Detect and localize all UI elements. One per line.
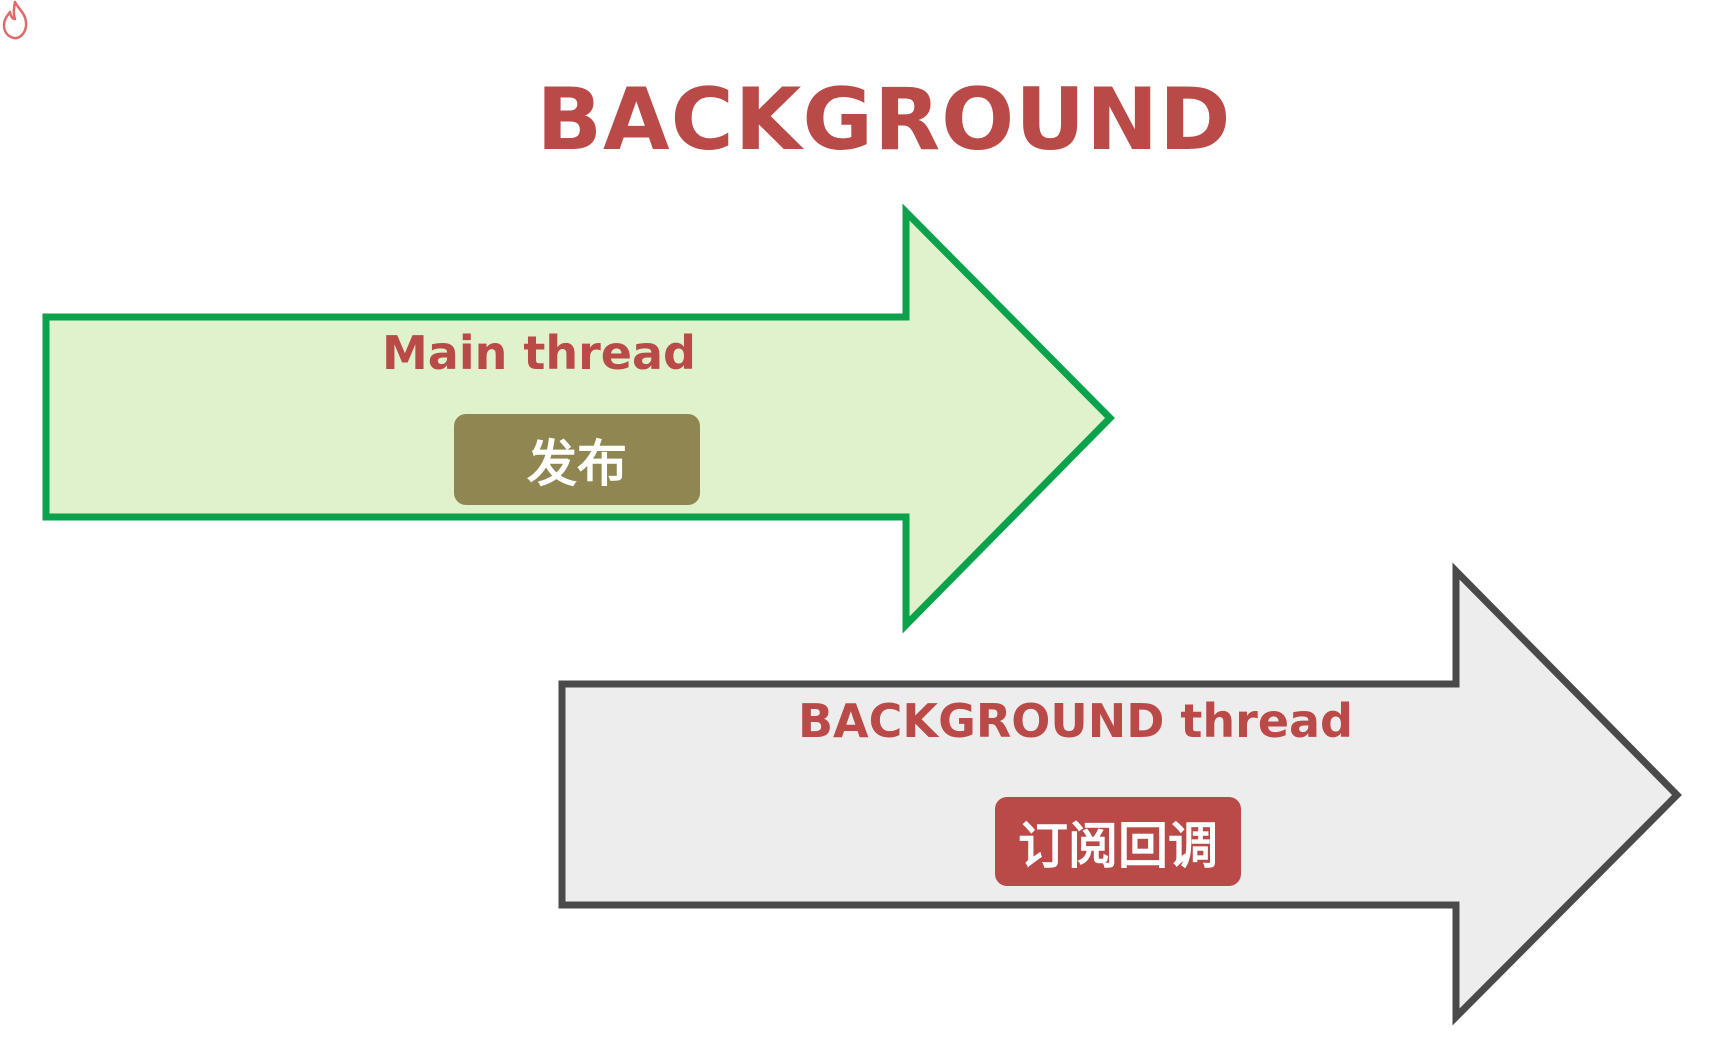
main-thread-label: Main thread: [382, 326, 696, 380]
background-thread-arrow: [558, 562, 1682, 1026]
background-thread-label: BACKGROUND thread: [798, 694, 1353, 748]
subscribe-callback-box: 订阅回调: [995, 797, 1241, 886]
flame-logo-icon: [2, 0, 28, 40]
page-title: BACKGROUND: [536, 70, 1232, 170]
publish-box: 发布: [454, 414, 700, 505]
